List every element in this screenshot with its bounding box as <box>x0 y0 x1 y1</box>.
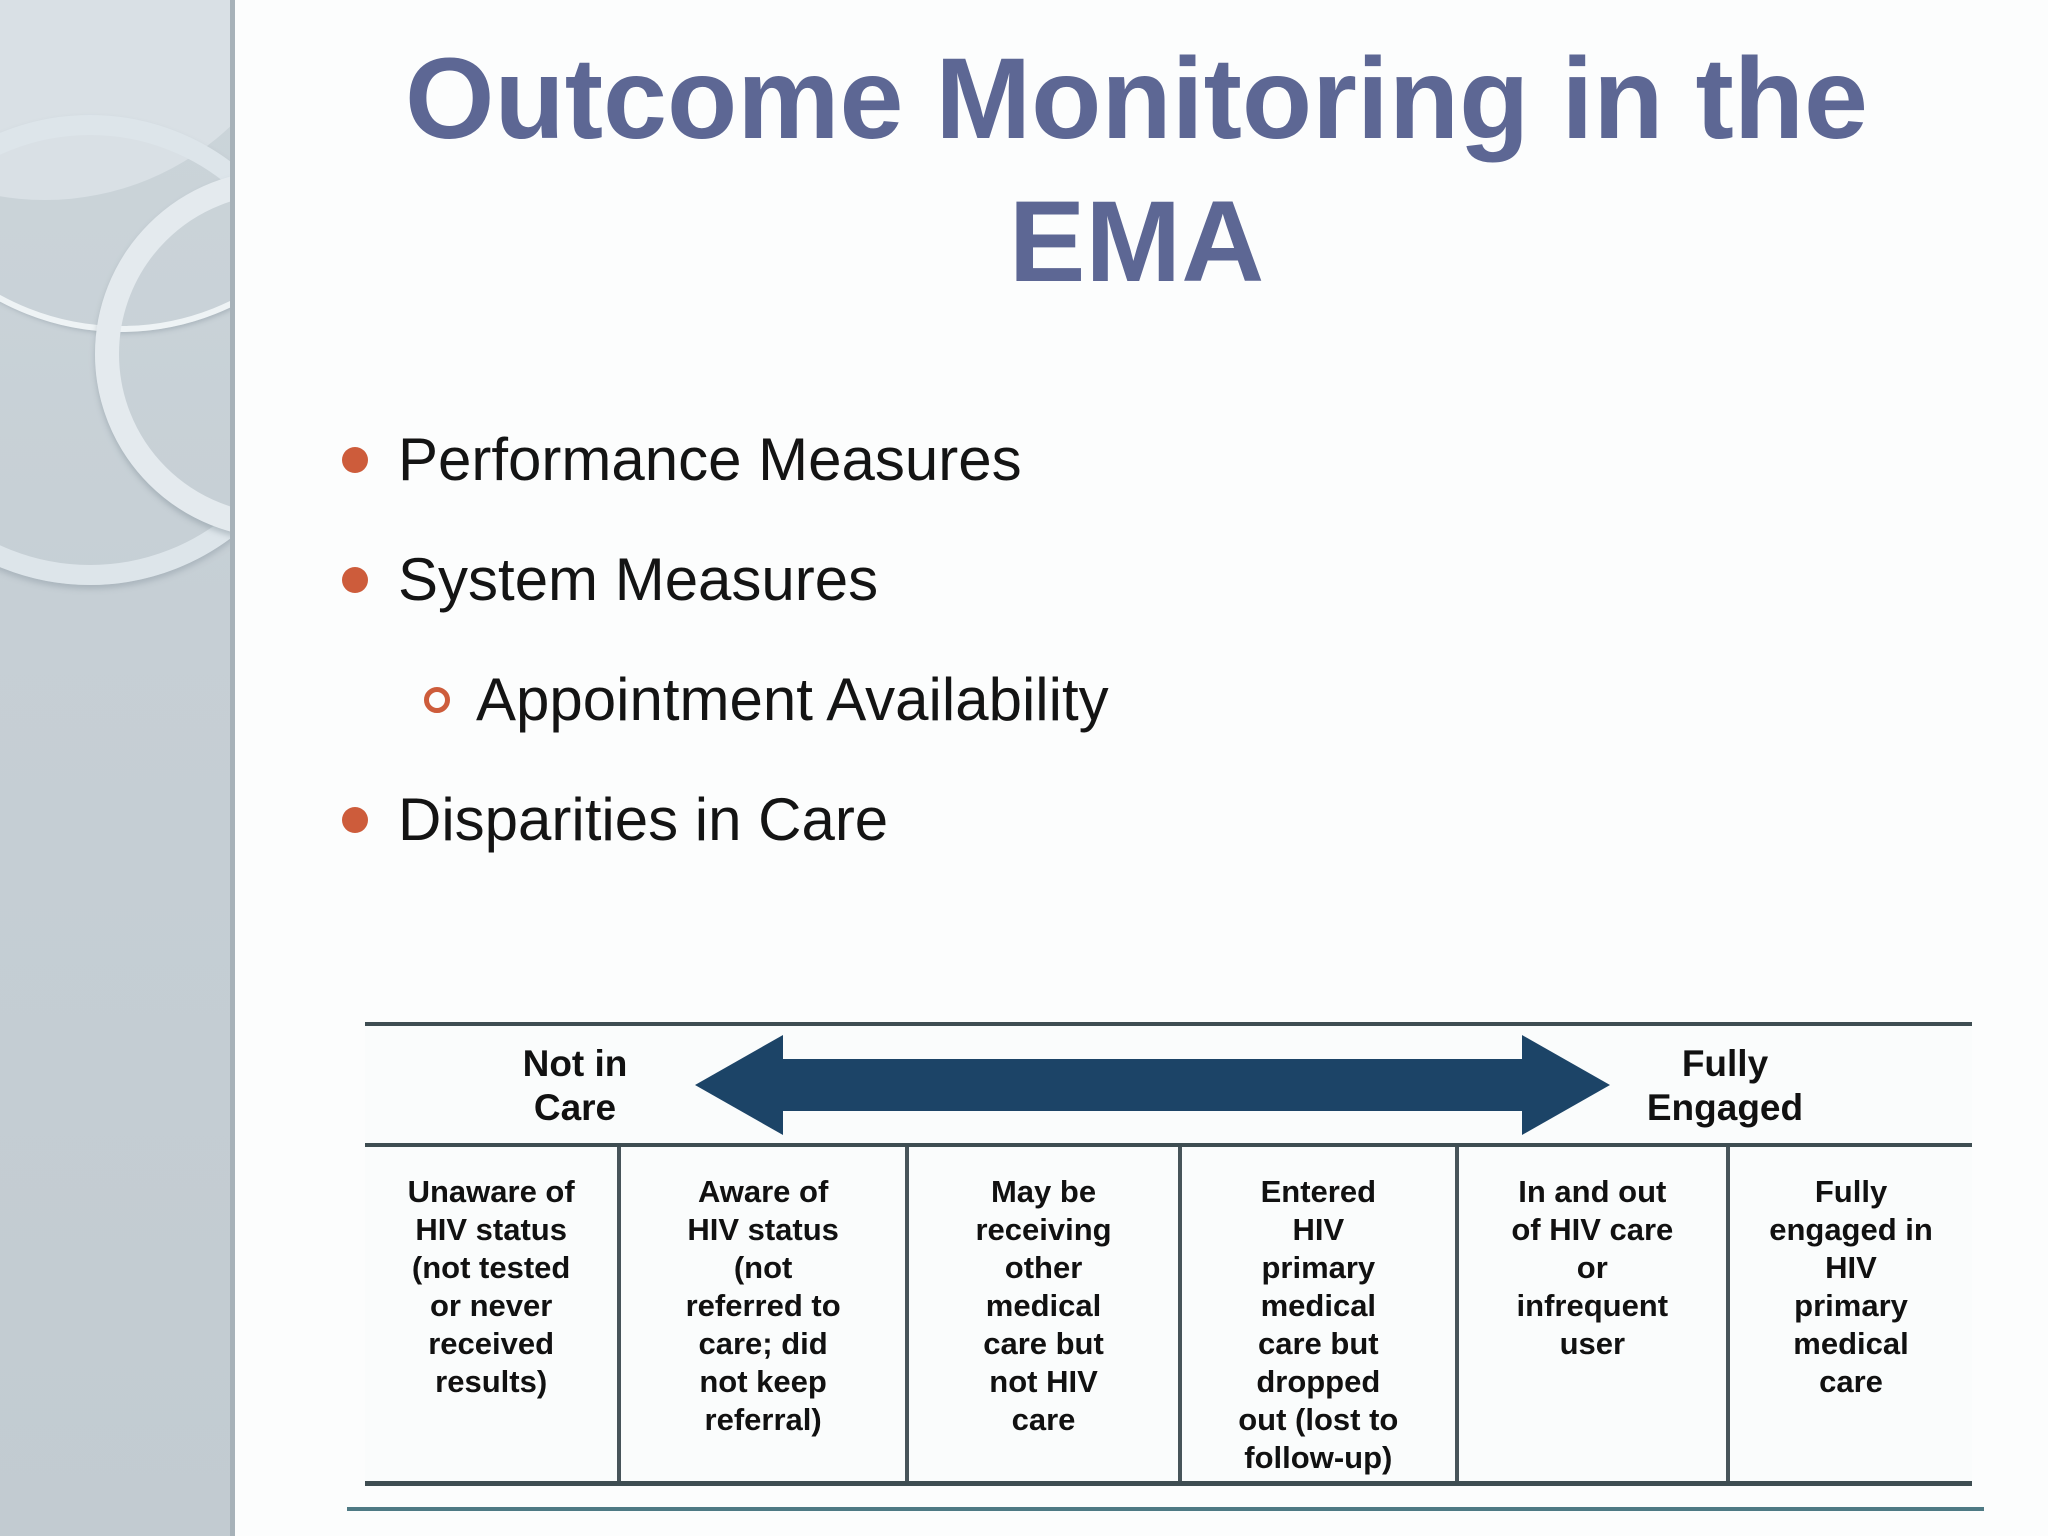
arrow-right-head-icon <box>1522 1035 1610 1135</box>
stage-cell: In and out of HIV care or infrequent use… <box>1454 1147 1727 1481</box>
stage-cell: Aware of HIV status (not referred to car… <box>617 1147 905 1481</box>
stage-cell: Unaware of HIV status (not tested or nev… <box>407 1174 575 1399</box>
bullet-dot-icon <box>342 447 368 473</box>
bullet-list: Performance Measures System Measures App… <box>230 400 2048 880</box>
bullet-label: Disparities in Care <box>398 786 889 853</box>
continuum-stages-row: Unaware of HIV status (not tested or nev… <box>365 1147 1972 1486</box>
sub-bullet-item: Appointment Availability <box>230 640 2048 760</box>
bullet-dot-icon <box>342 567 368 593</box>
stage-cell: Entered HIV primary medical care but dro… <box>1178 1147 1454 1481</box>
bullet-hollow-circle-icon <box>424 687 450 713</box>
arrow-left-head-icon <box>695 1035 783 1135</box>
double-arrow-icon <box>695 1035 1610 1135</box>
bullet-item: Disparities in Care <box>230 760 2048 880</box>
bottom-accent-line <box>347 1507 1984 1511</box>
bullet-label: Appointment Availability <box>476 666 1109 733</box>
fully-engaged-label: Fully Engaged <box>1646 1043 1804 1128</box>
sidebar-decoration <box>0 0 235 1536</box>
bullet-item: Performance Measures <box>230 400 2048 520</box>
bullet-dot-icon <box>342 807 368 833</box>
bullet-item: System Measures <box>230 520 2048 640</box>
engagement-continuum-diagram: Not in Care Fully Engaged Unaware of HIV… <box>347 1022 1984 1511</box>
bullet-label: System Measures <box>398 546 879 613</box>
arrow-shaft <box>783 1059 1522 1111</box>
bullet-label: Performance Measures <box>398 426 1022 493</box>
stage-cell: Fully engaged in HIV primary medical car… <box>1726 1147 1972 1481</box>
continuum-arrow-row: Not in Care Fully Engaged <box>365 1022 1972 1147</box>
stage-cell: May be receiving other medical care but … <box>904 1147 1178 1481</box>
not-in-care-label: Not in Care <box>522 1043 628 1128</box>
slide-title: Outcome Monitoring in the EMA <box>405 35 1868 306</box>
